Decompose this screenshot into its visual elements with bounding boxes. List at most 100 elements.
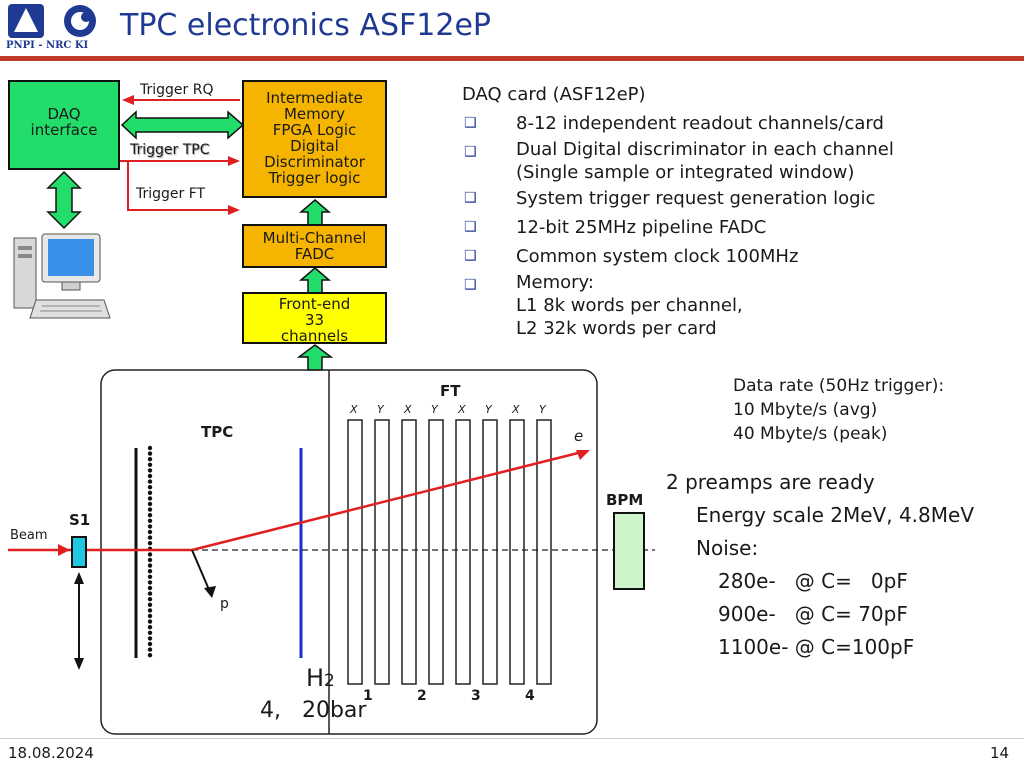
- preamps-noise: Noise:: [696, 536, 759, 560]
- gas-label: H2: [306, 664, 335, 692]
- ft-strip-plane: [482, 419, 498, 685]
- anode-dot: [147, 636, 153, 641]
- daq-interface-block: DAQ interface: [8, 80, 120, 170]
- anode-dot: [147, 518, 153, 523]
- list-item: ❑ 8-12 independent readout channels/card: [462, 109, 894, 138]
- tpc-label: TPC: [201, 423, 234, 441]
- page-title: TPC electronics ASF12eP: [120, 8, 491, 43]
- anode-dot: [147, 524, 153, 529]
- plane-number: 1: [363, 688, 373, 704]
- title-divider: [0, 56, 1024, 61]
- computer-icon: [13, 233, 111, 319]
- anode-dot: [147, 457, 153, 462]
- xy-label: Y: [485, 403, 492, 416]
- ft-plane-numbers: 1 2 3 4: [340, 688, 560, 706]
- list-item: ❑ System trigger request generation logi…: [462, 184, 894, 213]
- fpga-block: Intermediate Memory FPGA Logic Digital D…: [242, 80, 387, 198]
- anode-dot: [147, 445, 153, 451]
- fpga-line: Discriminator: [264, 153, 365, 171]
- list-item: ❑ Memory: L1 8k words per channel, L2 32…: [464, 272, 743, 339]
- anode-dot: [147, 473, 153, 479]
- anode-dot: [147, 485, 153, 490]
- preamps-energy: Energy scale 2MeV, 4.8MeV: [696, 503, 974, 527]
- fpga-line: Digital: [290, 137, 339, 155]
- anode-dot: [147, 641, 153, 647]
- plane-number: 2: [417, 688, 427, 704]
- noise-line: 1100e- @ C=100pF: [718, 635, 915, 659]
- anode-dot: [147, 501, 153, 507]
- plane-number: 3: [471, 688, 481, 704]
- data-rate-avg: 10 Mbyte/s (avg): [733, 400, 878, 420]
- frontend-block: Front-end 33 channels: [242, 292, 387, 344]
- anode-dot: [147, 462, 153, 467]
- ft-label: FT: [440, 382, 461, 400]
- xy-label: X: [458, 403, 466, 416]
- data-rate-heading: Data rate (50Hz trigger):: [733, 376, 945, 396]
- daq-fpga-arrow: [120, 110, 245, 140]
- ft-planes: [347, 419, 552, 685]
- list-item: ❑ Dual Digital discriminator in each cha…: [464, 139, 894, 183]
- anode-dot: [147, 513, 153, 518]
- anode-dot: [147, 507, 153, 512]
- ft-strip-plane: [536, 419, 552, 685]
- list-item: ❑ 12-bit 25MHz pipeline FADC: [462, 213, 894, 242]
- trigger-rq-label: Trigger RQ: [140, 82, 214, 98]
- ft-xy-labels: X Y X Y X Y X Y: [340, 403, 560, 419]
- fpga-line: FPGA Logic: [272, 121, 357, 139]
- fadc-block: Multi-Channel FADC: [242, 224, 387, 268]
- list-item: ❑ Common system clock 100MHz: [462, 242, 894, 271]
- anode-dot: [147, 602, 153, 607]
- anode-dot: [147, 574, 153, 579]
- ft-strip-plane: [455, 419, 471, 685]
- trigger-tpc-label: Trigger TPC: [130, 142, 210, 158]
- anode-dot: [147, 569, 153, 574]
- logo-text: PNPI - NRC KI: [6, 40, 89, 51]
- xy-label: X: [350, 403, 358, 416]
- page-number: 14: [990, 744, 1010, 762]
- fpga-line: Intermediate: [266, 89, 363, 107]
- anode-dot: [147, 552, 153, 557]
- checkbox-bullet-icon: ❑: [464, 277, 477, 293]
- anode-dot: [147, 557, 153, 563]
- logo: [6, 2, 110, 40]
- ft-strip-plane: [347, 419, 363, 685]
- fadc-line: FADC: [294, 245, 335, 263]
- noise-line: 900e- @ C= 70pF: [718, 602, 908, 626]
- ft-strip-plane: [509, 419, 525, 685]
- anode-dot: [147, 529, 153, 535]
- anode-dot: [147, 535, 153, 540]
- beam-label: Beam: [10, 528, 48, 543]
- anode-dot: [147, 613, 153, 619]
- s1-label: S1: [69, 511, 91, 529]
- plane-number: 4: [525, 688, 535, 704]
- data-rate-block: Data rate (50Hz trigger): 10 Mbyte/s (av…: [733, 374, 944, 446]
- frontend-line: channels: [280, 327, 349, 345]
- frontend-to-fadc-arrow: [298, 267, 332, 294]
- trigger-ft-label: Trigger FT: [136, 186, 206, 202]
- xy-label: X: [512, 403, 520, 416]
- xy-label: Y: [431, 403, 438, 416]
- anode-dot: [147, 479, 153, 484]
- ft-strip-plane: [428, 419, 444, 685]
- anode-dots: [147, 445, 153, 658]
- daq-interface-label: DAQ interface: [30, 105, 98, 139]
- detector-schematic: [8, 369, 655, 735]
- anode-dot: [147, 625, 153, 630]
- bpm-label: BPM: [606, 491, 644, 509]
- checkbox-bullet-icon: ❑: [464, 144, 477, 160]
- institute-logo-icon: [8, 4, 96, 38]
- fadc-to-fpga-arrow: [298, 199, 332, 226]
- footer-divider: [0, 738, 1024, 739]
- xy-label: X: [404, 403, 412, 416]
- fadc-line: Multi-Channel: [262, 229, 367, 247]
- preamps-heading: 2 preamps are ready: [666, 470, 875, 494]
- anode-dot: [147, 451, 153, 456]
- noise-line: 280e- @ C= 0pF: [718, 569, 908, 593]
- anode-dot: [147, 490, 153, 495]
- anode-dot: [147, 591, 153, 596]
- anode-dot: [147, 619, 153, 624]
- frontend-line: 33: [304, 311, 325, 329]
- checkbox-bullet-icon: ❑: [464, 248, 477, 264]
- anode-dot: [147, 468, 153, 473]
